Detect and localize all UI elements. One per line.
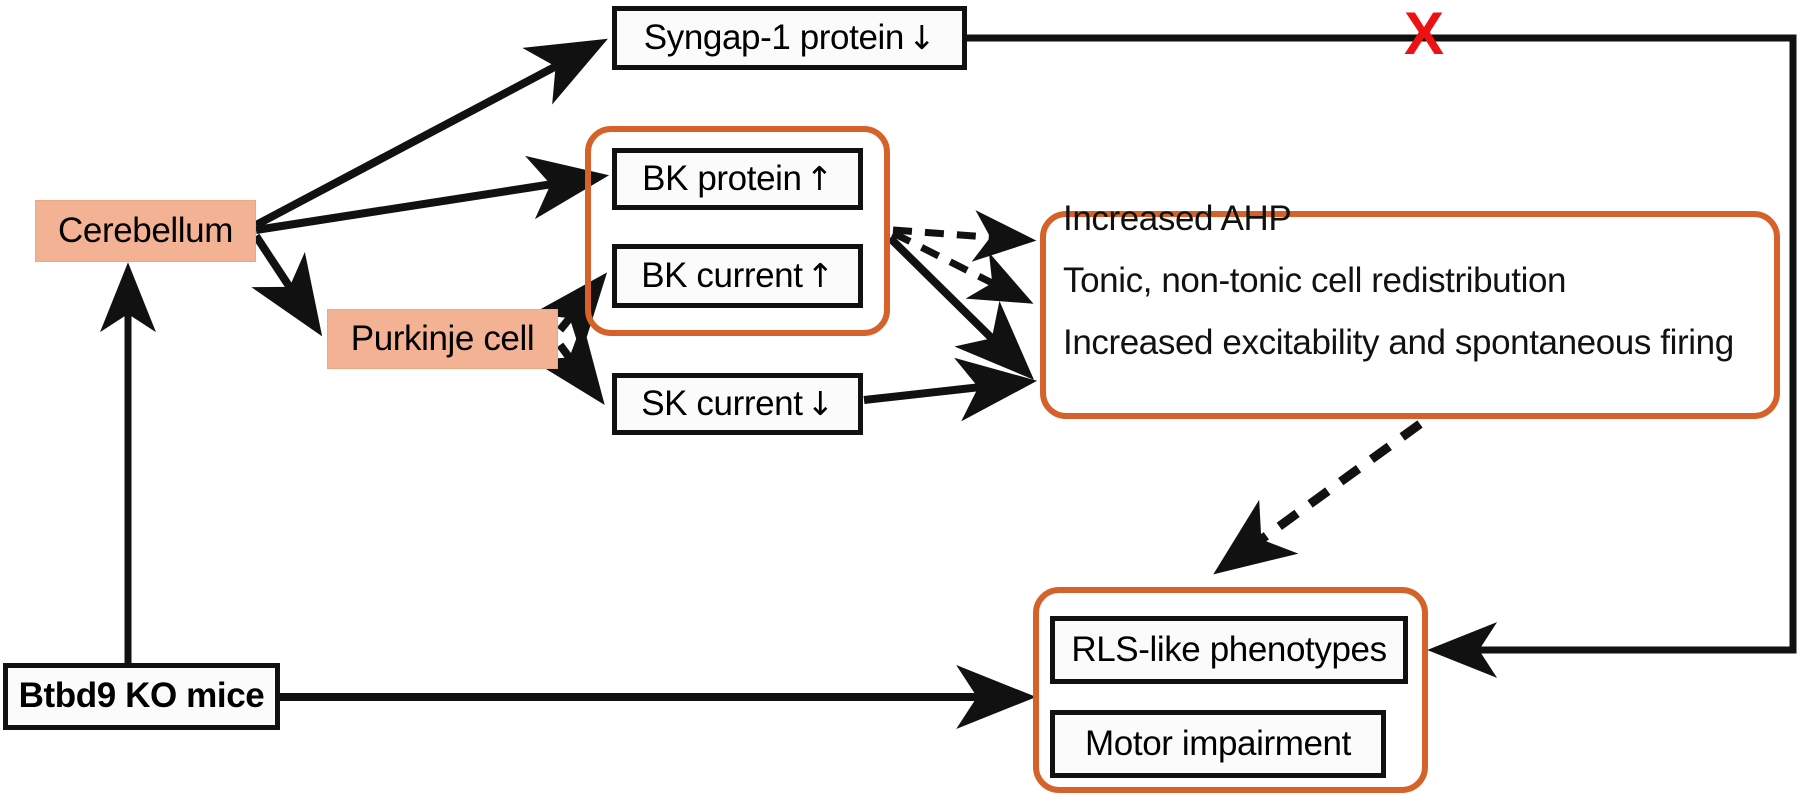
outcome-group — [1040, 211, 1780, 419]
phenotype-group — [1033, 587, 1428, 793]
edge-bk-to-tonic-redistribution — [891, 229, 1034, 304]
outcome-line-tonic-redistribution: Tonic, non-tonic cell redistribution — [1063, 250, 1566, 312]
outcome-line-increased-ahp: Increased AHP — [1063, 188, 1292, 250]
motor-impairment-label: Motor impairment — [1085, 723, 1351, 763]
outcome-line-increased-excitability: Increased excitability and spontaneous f… — [1063, 312, 1734, 374]
cerebellum-label: Cerebellum — [58, 210, 233, 250]
up-arrow-icon: ↑ — [806, 255, 835, 295]
edge-bk-to-increased-ahp — [892, 210, 1037, 262]
sk-current-label: SK current — [641, 383, 803, 423]
rls-like-phenotypes-label: RLS-like phenotypes — [1071, 629, 1387, 669]
edge-cerebellum-to-syngap — [254, 38, 608, 229]
node-btbd9-ko-mice[interactable]: Btbd9 KO mice — [3, 663, 280, 730]
node-sk-current[interactable]: SK current ↓ — [612, 373, 863, 435]
tonic-redistribution-label: Tonic, non-tonic cell redistribution — [1063, 261, 1567, 300]
edge-outcome-to-phenotypes — [1213, 420, 1423, 575]
edge-bk-to-increased-excitability — [887, 235, 1034, 380]
up-arrow-icon: ↑ — [805, 158, 834, 198]
btbd9-ko-mice-label: Btbd9 KO mice — [18, 676, 265, 716]
syngap-1-label: Syngap-1 protein — [643, 17, 905, 57]
node-syngap-1-protein[interactable]: Syngap-1 protein ↓ — [612, 6, 967, 70]
node-motor-impairment[interactable]: Motor impairment — [1050, 710, 1386, 778]
increased-excitability-label: Increased excitability and spontaneous f… — [1063, 323, 1734, 362]
bk-current-label: BK current — [641, 255, 803, 295]
bk-protein-label: BK protein — [642, 158, 802, 198]
purkinje-cell-label: Purkinje cell — [350, 318, 535, 358]
edge-cerebellum-to-bk-protein — [255, 155, 610, 234]
increased-ahp-label: Increased AHP — [1063, 199, 1292, 238]
down-arrow-icon: ↓ — [907, 17, 936, 57]
node-bk-protein[interactable]: BK protein ↑ — [612, 148, 863, 210]
blocked-marker-x-icon: X — [1404, 0, 1445, 67]
down-arrow-icon: ↓ — [806, 383, 835, 423]
edge-purkinje-to-sk-current — [531, 321, 605, 405]
bk-channel-group — [585, 126, 890, 336]
node-bk-current[interactable]: BK current ↑ — [612, 244, 863, 308]
edge-sk-to-increased-excitability — [863, 357, 1038, 422]
node-rls-like-phenotypes[interactable]: RLS-like phenotypes — [1050, 616, 1408, 684]
edge-cerebellum-to-purkinje — [251, 233, 323, 337]
node-cerebellum[interactable]: Cerebellum — [35, 200, 256, 262]
node-purkinje-cell[interactable]: Purkinje cell — [327, 309, 558, 369]
